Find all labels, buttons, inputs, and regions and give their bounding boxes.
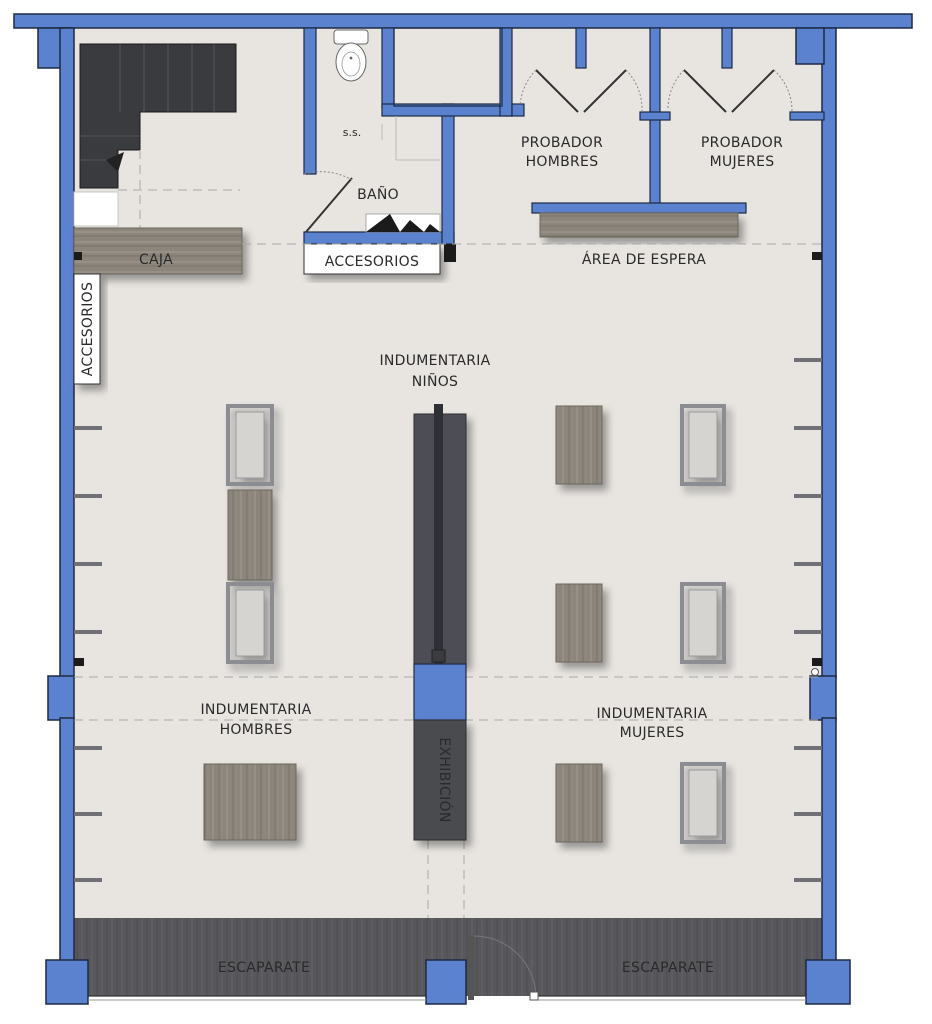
display-table (227, 489, 273, 581)
clothing-rack (680, 404, 726, 486)
shop-window-label-left: ESCAPARATE (218, 960, 310, 976)
bathroom-door[interactable] (303, 171, 353, 233)
waiting-bench (539, 212, 739, 238)
clothing-rack (226, 582, 274, 664)
clothing-rack (680, 582, 726, 664)
wall-shelves-left (74, 426, 102, 882)
fitting-room-men-doors[interactable] (519, 69, 643, 113)
men-zone-label-2: HOMBRES (220, 722, 293, 738)
fitting-room-women-label-1: PROBADOR (701, 135, 783, 151)
accessories-top-label: ACCESORIOS (325, 254, 419, 270)
central-gondola (413, 404, 467, 665)
clothing-rack (226, 404, 274, 486)
display-table (555, 583, 603, 663)
exterior-walls (13, 13, 913, 1005)
exhibition-table: EXHIBICIÓN (413, 719, 467, 841)
women-zone-label-2: MUJERES (620, 725, 685, 741)
display-table (555, 405, 603, 485)
ss-label: s.s. (343, 126, 361, 139)
cashier-label: CAJA (139, 252, 173, 268)
bathroom: s.s. BAÑO (303, 29, 441, 233)
bathroom-label: BAÑO (357, 186, 399, 203)
exhibition-label: EXHIBICIÓN (436, 737, 454, 822)
clothing-rack (680, 762, 726, 844)
accessories-top-panel: ACCESORIOS (303, 243, 456, 275)
front-glass (88, 995, 806, 1001)
central-column (413, 663, 467, 721)
accessories-side-panel: ACCESORIOS (73, 273, 101, 385)
waiting-area-label: ÁREA DE ESPERA (582, 251, 706, 268)
women-zone-label-1: INDUMENTARIA (596, 706, 707, 722)
staircase (73, 43, 240, 228)
bathroom-steps (365, 213, 441, 233)
kids-zone-label-2: NIÑOS (412, 373, 458, 390)
column-markers (74, 252, 822, 676)
zone-dividers (74, 243, 822, 918)
toilet-icon (333, 29, 369, 82)
fitting-room-women-doors[interactable] (667, 69, 793, 113)
room-outlines (393, 27, 503, 107)
entrance-door[interactable] (468, 935, 539, 1001)
fitting-room-women-label-2: MUJERES (710, 154, 775, 170)
fitting-room-men-label-2: HOMBRES (526, 154, 599, 170)
shop-window-label-right: ESCAPARATE (622, 960, 714, 976)
display-table-large (203, 763, 297, 841)
kids-zone-label-1: INDUMENTARIA (379, 353, 490, 369)
fitting-room-men-label-1: PROBADOR (521, 135, 603, 151)
display-table (555, 763, 603, 843)
men-zone-label-1: INDUMENTARIA (200, 702, 311, 718)
cashier-desk: CAJA (73, 227, 243, 275)
wall-shelves-right (794, 358, 822, 882)
accessories-side-label: ACCESORIOS (80, 282, 96, 376)
